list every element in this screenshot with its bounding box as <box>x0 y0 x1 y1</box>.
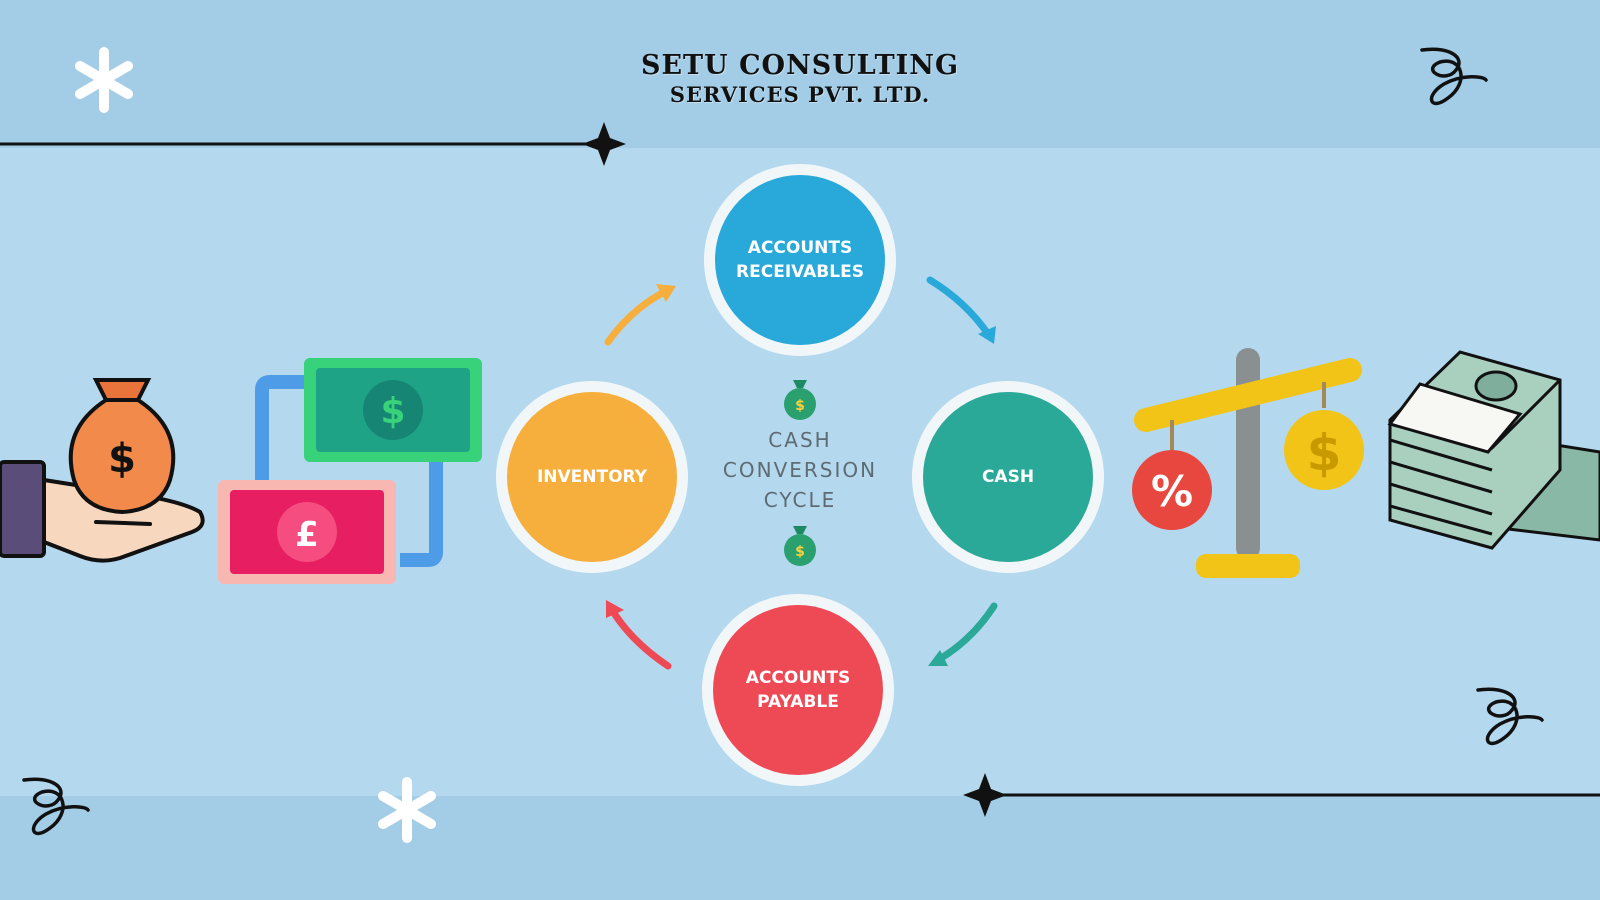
node-circle-accounts-payable <box>702 594 894 786</box>
svg-text:%: % <box>1151 467 1193 516</box>
page-subtitle: SERVICES PVT. LTD. <box>669 82 931 107</box>
node-label-line: RECEIVABLES <box>736 262 864 282</box>
arrow-receivables-to-cash <box>926 276 992 338</box>
node-label-accounts-receivables: ACCOUNTS RECEIVABLES <box>720 230 880 290</box>
header-band <box>0 0 1600 148</box>
node-circle-accounts-receivables <box>704 164 896 356</box>
squiggle-icon <box>22 777 90 836</box>
cash-stack-icon <box>1387 350 1600 550</box>
node-label-cash: CASH <box>928 447 1088 507</box>
money-bag-icon: $ <box>784 380 816 420</box>
svg-text:£: £ <box>295 515 319 555</box>
balance-scale-icon: % $ <box>1132 348 1364 578</box>
footer-band <box>0 796 1600 900</box>
center-label-line: CASH <box>768 428 832 452</box>
node-label-line: ACCOUNTS <box>747 238 853 258</box>
center-label-line: CONVERSION <box>722 458 878 482</box>
asterisk-icon <box>378 777 436 843</box>
cycle-center-label: CASH CONVERSION CYCLE <box>700 425 900 515</box>
node-circle-cash <box>912 381 1104 573</box>
four-point-star-icon <box>582 122 626 166</box>
node-circle-inventory <box>496 381 688 573</box>
arrow-cash-to-payable <box>934 602 998 664</box>
node-label-accounts-payable: ACCOUNTS PAYABLE <box>718 660 878 720</box>
node-label-inventory: INVENTORY <box>512 447 672 507</box>
money-bag-icon: $ <box>784 526 816 566</box>
four-point-star-icon <box>963 773 1007 817</box>
svg-text:$: $ <box>795 544 805 560</box>
currency-exchange-icon: $ £ <box>218 358 482 584</box>
arrow-inventory-to-receivables <box>604 286 672 346</box>
page-title: SETU CONSULTING <box>640 50 960 81</box>
arrow-payable-to-inventory <box>608 606 672 670</box>
center-label-line: CYCLE <box>763 488 837 512</box>
svg-text:$: $ <box>795 398 805 414</box>
node-label-line: PAYABLE <box>757 692 839 712</box>
money-bag-icon: $ <box>68 378 176 515</box>
svg-text:$: $ <box>108 436 136 482</box>
node-label-line: CASH <box>981 467 1035 487</box>
svg-text:$: $ <box>1307 424 1342 482</box>
hand-holding-money-icon <box>0 460 205 563</box>
node-label-line: INVENTORY <box>536 467 648 487</box>
squiggle-icon <box>1420 47 1488 106</box>
squiggle-icon <box>1476 687 1544 746</box>
asterisk-icon <box>75 47 133 113</box>
node-label-line: ACCOUNTS <box>745 668 851 688</box>
svg-text:$: $ <box>380 391 405 432</box>
